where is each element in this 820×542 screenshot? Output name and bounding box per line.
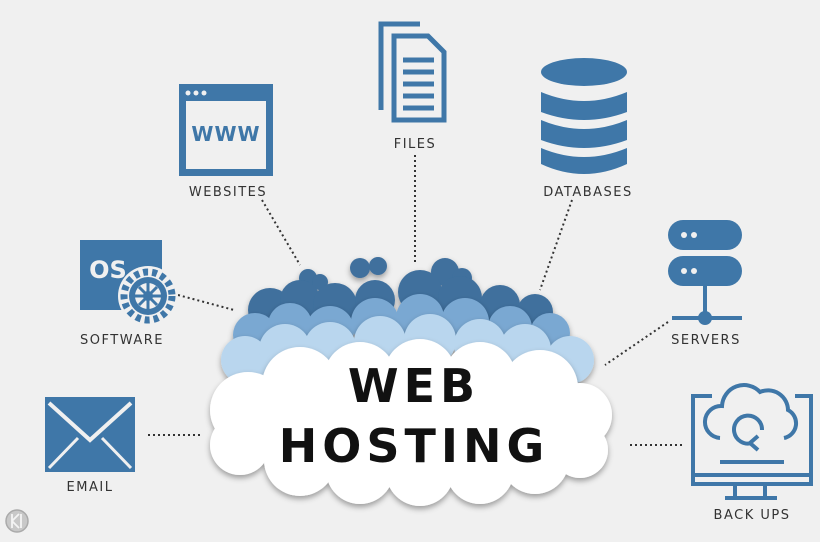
connector-websites bbox=[261, 199, 301, 266]
connector-databases bbox=[539, 199, 573, 291]
label-servers: SERVERS bbox=[671, 333, 741, 348]
node-backups: BACK UPS bbox=[691, 383, 813, 523]
title-line-hosting: HOSTING bbox=[279, 419, 549, 473]
connector-software bbox=[177, 294, 235, 311]
browser-www-icon: WWW bbox=[179, 84, 273, 176]
node-software: OS SOFTWARE bbox=[80, 240, 178, 348]
cloud-icon bbox=[210, 257, 612, 506]
label-files: FILES bbox=[394, 137, 437, 152]
label-email: EMAIL bbox=[67, 480, 114, 495]
label-software: SOFTWARE bbox=[80, 333, 164, 348]
label-websites: WEBSITES bbox=[189, 185, 267, 200]
label-backups: BACK UPS bbox=[714, 508, 791, 523]
watermark-logo bbox=[5, 509, 29, 533]
node-websites: WWW WEBSITES bbox=[179, 84, 273, 200]
connectors bbox=[148, 155, 684, 446]
label-databases: DATABASES bbox=[543, 185, 633, 200]
node-databases: DATABASES bbox=[541, 58, 633, 200]
connector-servers bbox=[604, 321, 669, 366]
os-text: OS bbox=[89, 256, 127, 284]
www-text: WWW bbox=[191, 122, 260, 146]
title-line-web: WEB bbox=[348, 359, 480, 413]
envelope-icon bbox=[45, 397, 135, 472]
monitor-cloud-sync-icon bbox=[691, 383, 813, 500]
document-icon bbox=[378, 21, 447, 123]
database-icon bbox=[541, 58, 627, 174]
server-stack-icon bbox=[668, 220, 742, 325]
os-gear-icon: OS bbox=[80, 240, 178, 326]
node-servers: SERVERS bbox=[668, 220, 742, 348]
node-email: EMAIL bbox=[45, 397, 135, 495]
node-files: FILES bbox=[378, 21, 447, 152]
